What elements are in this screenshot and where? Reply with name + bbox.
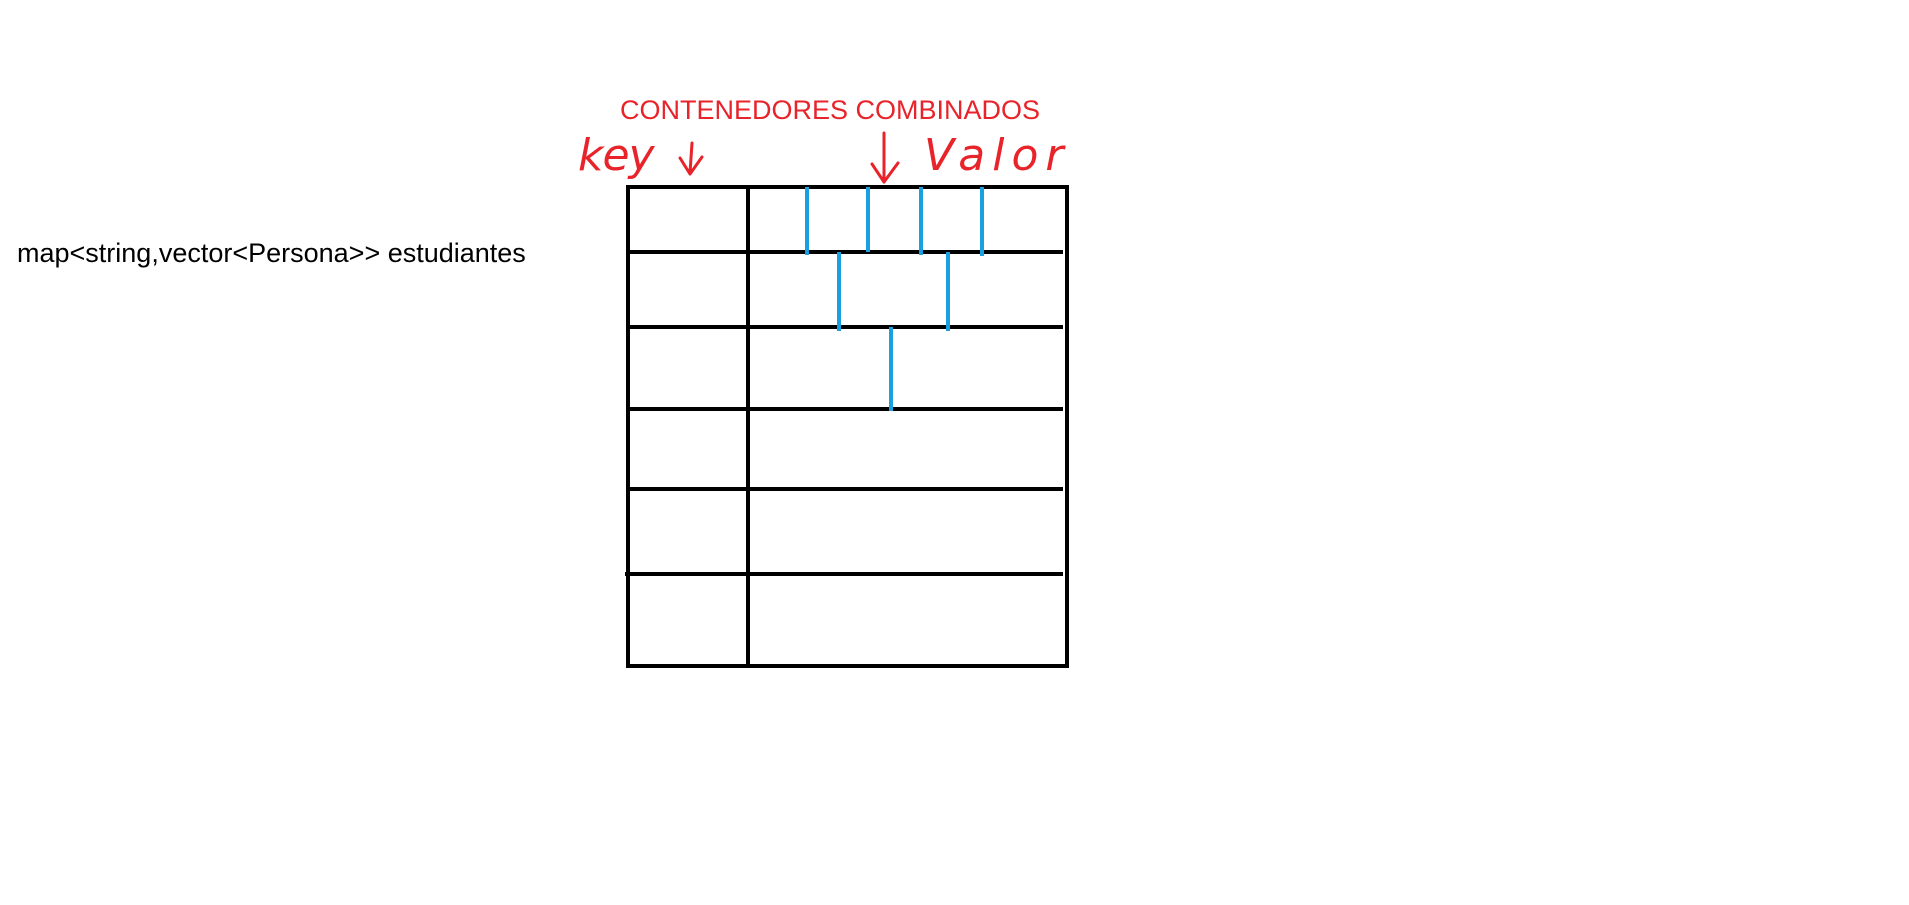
key-arrow-down-icon [678, 141, 704, 176]
valor-label: Valor [924, 130, 1071, 181]
diagram-title: CONTENEDORES COMBINADOS [620, 95, 1041, 125]
map-declaration-label: map<string,vector<Persona>> estudiantes [17, 238, 526, 268]
table-frame [626, 185, 1069, 668]
valor-arrow-down-icon [870, 131, 900, 184]
key-label: key [578, 130, 655, 181]
